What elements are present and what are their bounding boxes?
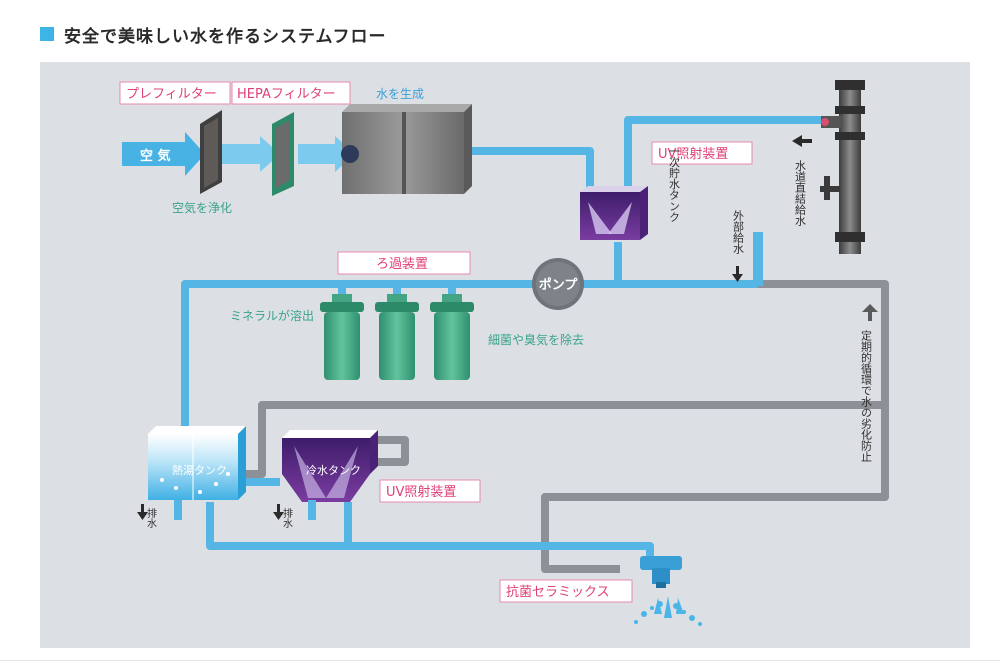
system-flow-diagram: 空 気 プレフィルター HEPAフィルター 空気を浄化 水を生成 UV照射装置	[119, 80, 889, 626]
water-splash-icon	[634, 596, 702, 626]
filter-cartridge	[375, 294, 419, 380]
filtration-label: ろ過装置	[376, 257, 428, 272]
prefilter	[200, 110, 222, 194]
gray-circulation-pipes	[245, 280, 889, 573]
bottom-divider	[0, 660, 1000, 661]
uv-top-label: UV照射装置	[658, 146, 728, 162]
hepa-filter	[272, 112, 294, 196]
title-square-icon	[40, 27, 54, 41]
hot-drain-pipe	[174, 500, 182, 520]
primary-tank-label-vertical: 一次貯水タンク	[668, 146, 681, 223]
drain-right-arrow-icon	[273, 504, 284, 520]
drain-left-arrow-icon	[137, 504, 148, 520]
diagram-panel: 空 気 プレフィルター HEPAフィルター 空気を浄化 水を生成 UV照射装置	[40, 62, 970, 648]
cold-tank: 冷水タンク	[282, 430, 378, 502]
mineral-label: ミネラルが溶出	[230, 308, 314, 323]
prefilter-label: プレフィルター	[126, 87, 217, 102]
filter-cartridges	[320, 294, 474, 380]
circulation-arrow-icon	[862, 304, 878, 321]
uv-bottom-label: UV照射装置	[386, 484, 456, 500]
faucet	[640, 556, 682, 588]
drain-left-label: 排水	[145, 507, 157, 528]
external-supply-pipe	[753, 232, 763, 286]
primary-tank	[580, 186, 648, 240]
hot-tank: 熱湯タンク	[148, 426, 246, 500]
svg-text:一次貯水タンク: 一次貯水タンク	[668, 146, 681, 223]
title-row: 安全で美味しい水を作るシステムフロー	[40, 22, 387, 47]
cold-tank-label: 冷水タンク	[306, 464, 361, 477]
hot-tank-label: 熱湯タンク	[172, 464, 227, 477]
page-title: 安全で美味しい水を作るシステムフロー	[64, 26, 387, 47]
hepa-label-box	[231, 81, 351, 105]
uv-bottom-label-box	[379, 479, 481, 503]
external-supply-arrow-icon	[732, 266, 743, 282]
ceramics-label-box	[499, 579, 633, 603]
direct-water-arrow-icon	[792, 135, 812, 147]
ceramics-label: 抗菌セラミックス	[506, 585, 610, 600]
direct-water-label: 水道直結給水	[794, 160, 807, 226]
pump-label: ポンプ	[539, 277, 579, 293]
filter-cartridge	[320, 294, 364, 380]
prefilter-label-box	[119, 81, 231, 105]
hepa-label: HEPAフィルター	[237, 87, 336, 102]
pump: ポンプ	[532, 258, 584, 310]
filtration-label-box	[337, 251, 471, 275]
water-generator	[341, 104, 472, 194]
air-label: 空 気	[140, 148, 171, 164]
circulation-label: 定期的循環で水の劣化防止	[860, 329, 873, 462]
water-gen-label: 水を生成	[376, 87, 424, 101]
cold-drain-pipe	[308, 500, 316, 520]
direct-water-supply	[820, 80, 865, 254]
bacteria-label: 細菌や臭気を除去	[488, 332, 584, 347]
uv-top-label-box	[651, 141, 753, 165]
air-purify-label: 空気を浄化	[172, 200, 232, 215]
drain-right-label: 排水	[281, 507, 293, 528]
external-supply-label: 外部給水	[732, 210, 745, 254]
air-flow-arrows: 空 気	[122, 132, 355, 176]
filter-cartridge	[430, 294, 474, 380]
